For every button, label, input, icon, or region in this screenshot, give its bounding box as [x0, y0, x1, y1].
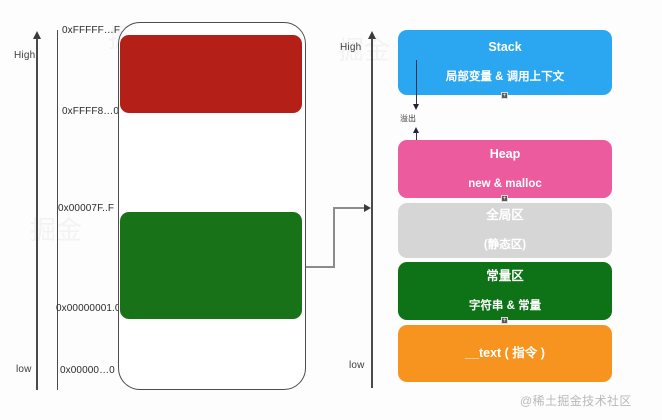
- segment-heap[interactable]: Heap new & malloc: [398, 140, 612, 198]
- address-label-ffff8: 0xFFFF8…0: [62, 106, 120, 117]
- right-axis-arrowhead: [367, 31, 376, 39]
- address-label-00000001: 0x00000001.0: [56, 303, 121, 314]
- segment-stack-title: Stack: [488, 40, 522, 55]
- address-label-00000: 0x00000…0: [60, 365, 115, 376]
- connector-segment-3: [333, 207, 366, 209]
- segment-constant-handle[interactable]: +: [501, 317, 508, 324]
- right-axis-high-label: High: [340, 42, 362, 53]
- segment-heap-title: Heap: [489, 146, 521, 161]
- segment-constant[interactable]: 常量区 字符串 & 常量: [398, 262, 612, 320]
- memory-block-high: [120, 35, 302, 113]
- segment-heap-subtitle: new & malloc: [468, 177, 542, 190]
- segment-text[interactable]: __text ( 指令 ): [398, 325, 612, 382]
- left-axis-low-label: low: [16, 364, 32, 375]
- left-axis-line: [36, 38, 38, 390]
- site-watermark: @稀土掘金技术社区: [520, 394, 632, 408]
- address-label-ffffff: 0xFFFFF…F: [62, 25, 121, 36]
- connector-arrowhead: [364, 204, 371, 212]
- memory-block-low: [120, 212, 302, 319]
- overflow-label: 溢出: [400, 114, 416, 123]
- segment-stack-subtitle: 局部变量 & 调用上下文: [445, 71, 565, 84]
- segment-global-title: 全局区: [486, 208, 524, 223]
- segment-global[interactable]: 全局区 (静态区): [398, 203, 612, 258]
- connector-segment-2: [333, 207, 335, 268]
- segment-constant-title: 常量区: [486, 268, 524, 283]
- address-label-00007f: 0x00007F..F: [58, 203, 115, 214]
- segment-heap-handle[interactable]: +: [501, 195, 508, 202]
- ghost-watermark: 掘金: [30, 215, 83, 245]
- overflow-down-arrowhead: [413, 104, 419, 110]
- left-axis-arrowhead: [32, 31, 41, 39]
- left-tick-ruler: [57, 30, 59, 390]
- right-axis-line: [371, 38, 373, 388]
- overflow-up-arrowhead: [413, 127, 419, 133]
- left-axis-high-label: High: [14, 50, 36, 61]
- segment-constant-subtitle: 字符串 & 常量: [468, 299, 542, 312]
- segment-stack[interactable]: Stack 局部变量 & 调用上下文: [398, 30, 612, 95]
- segment-global-subtitle: (静态区): [483, 239, 527, 252]
- segment-text-title: __text ( 指令 ): [465, 345, 545, 360]
- segment-stack-handle[interactable]: +: [501, 92, 508, 99]
- right-axis-low-label: low: [349, 360, 365, 371]
- connector-segment-1: [306, 266, 334, 268]
- overflow-down-line: [416, 60, 418, 106]
